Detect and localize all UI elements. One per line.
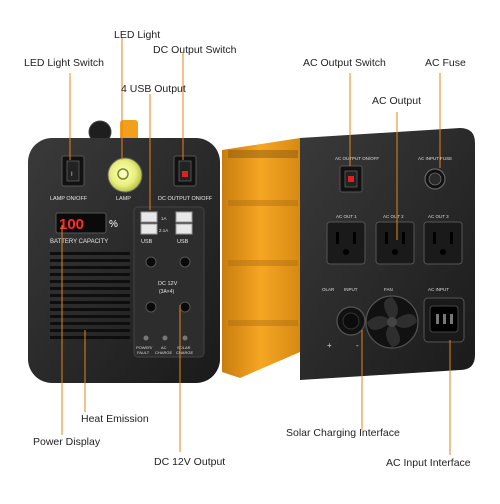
top-handle: [120, 120, 138, 142]
fault-indicator-label: FAULT: [137, 350, 150, 355]
ac-outlet-3[interactable]: [423, 221, 463, 265]
callout-ac-output-switch: AC Output Switch: [303, 57, 386, 69]
solar-indicator-label: SOLAR: [177, 345, 191, 350]
usb-port-4[interactable]: [175, 223, 193, 235]
ac-out-3-label: AC OUT 3: [428, 214, 449, 219]
ac-outlet-2[interactable]: [375, 221, 415, 265]
lamp-on-off-label: LAMP ON/OFF: [50, 196, 88, 202]
lamp-label: LAMP: [116, 196, 131, 202]
input-label: INPUT: [344, 287, 358, 292]
ac-out-2-label: AC OUT 2: [383, 214, 404, 219]
callout-ac-fuse: AC Fuse: [425, 57, 466, 69]
usb-1a-label: 1A: [161, 216, 167, 221]
dc-3a-label: (3A×4): [159, 289, 174, 295]
callout-dc-12v-output: DC 12V Output: [154, 456, 226, 468]
back-unit: AC OUTPUT ON/OFF AC INPUT FUSE AC OUT 1 …: [222, 128, 475, 380]
callout-solar-charging-interface: Solar Charging Interface: [286, 427, 400, 439]
power-indicator-label: POWER/: [136, 345, 153, 350]
callout-dc-output-switch: DC Output Switch: [153, 44, 237, 56]
ac-input-label: AC INPUT: [428, 287, 449, 292]
minus-sign: -: [356, 341, 359, 350]
ac-charge-indicator-label: CHARGE: [155, 350, 172, 355]
ac-outlets: AC OUT 1 AC OUT 2 AC OUT 3: [326, 214, 463, 265]
back-unit-side: [222, 138, 300, 378]
fan-label: FAN: [384, 287, 393, 292]
plus-sign: +: [327, 341, 332, 350]
usb-label-right: USB: [177, 239, 189, 245]
solar-charge-indicator-label: CHARGE: [176, 350, 193, 355]
callout-heat-emission: Heat Emission: [81, 413, 149, 425]
heat-vent-grille: [50, 252, 130, 339]
dc-ports: DC 12V (3A×4): [145, 256, 191, 313]
usb-21a-label: 2.1A: [159, 228, 168, 233]
svg-text:I: I: [71, 172, 73, 178]
led-lamp: [107, 157, 143, 193]
ac-indicator-label: AC: [161, 345, 167, 350]
ac-output-on-off-label: AC OUTPUT ON/OFF: [335, 156, 379, 161]
battery-display: [55, 212, 107, 234]
ac-input-socket[interactable]: [423, 297, 465, 343]
dc-port-2[interactable]: [179, 256, 191, 268]
dc-output-on-off-label: DC OUTPUT ON/OFF: [158, 196, 213, 202]
solar-label: OLAR: [322, 287, 335, 292]
dc-port-3[interactable]: [145, 301, 157, 313]
ac-input-fuse-label: AC INPUT FUSE: [418, 156, 452, 161]
ac-outlet-1[interactable]: [326, 221, 366, 265]
output-module: [133, 206, 205, 358]
callout-lines: [61, 38, 451, 455]
dc-port-4[interactable]: [179, 301, 191, 313]
battery-display-value: 100: [59, 216, 84, 233]
battery-capacity-label: BATTERY CAPACITY: [50, 239, 108, 245]
status-indicators: POWER/ FAULT AC CHARGE SOLAR CHARGE: [136, 335, 193, 355]
dc-12v-label: DC 12V: [158, 281, 178, 287]
dc-port-1[interactable]: [145, 256, 157, 268]
callout-led-light: LED Light: [114, 29, 161, 41]
callout-ac-input-interface: AC Input Interface: [386, 457, 471, 469]
cooling-fan: [365, 295, 419, 349]
usb-port-2[interactable]: [140, 223, 158, 235]
usb-label-left: USB: [141, 239, 153, 245]
battery-display-unit: %: [109, 219, 118, 230]
callout-usb-output: 4 USB Output: [121, 83, 186, 95]
usb-ports: 1A 2.1A USB USB: [140, 211, 193, 245]
ac-out-1-label: AC OUT 1: [336, 214, 357, 219]
callout-led-light-switch: LED Light Switch: [24, 57, 104, 69]
callout-power-display: Power Display: [33, 436, 101, 448]
usb-port-1[interactable]: [140, 211, 158, 223]
front-unit: I LAMP ON/OFF LAMP DC OUTPUT ON/OFF 100 …: [28, 120, 220, 383]
callout-ac-output: AC Output: [372, 95, 422, 107]
usb-port-3[interactable]: [175, 211, 193, 223]
